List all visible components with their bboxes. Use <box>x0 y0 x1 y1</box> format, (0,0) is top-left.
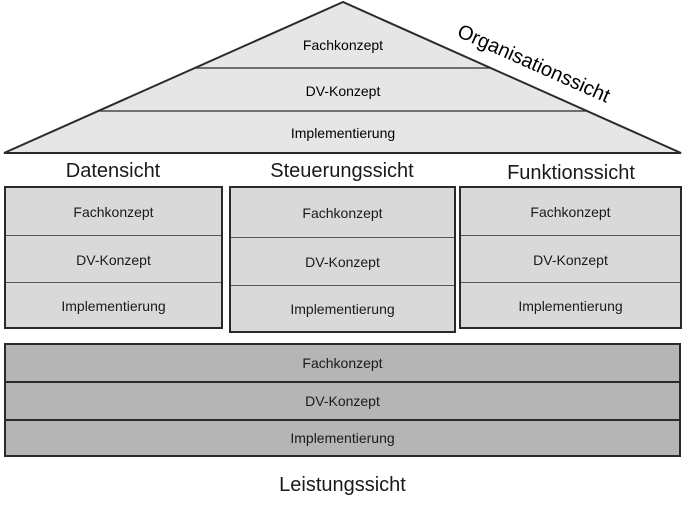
roof-triangle <box>3 0 682 154</box>
funktionssicht-layer-fachkonzept: Fachkonzept <box>530 203 611 220</box>
leistungssicht-layer-fachkonzept: Fachkonzept <box>4 343 681 383</box>
datensicht-layer-dv-konzept: DV-Konzept <box>6 235 221 283</box>
datensicht-box: Fachkonzept DV-Konzept Implementierung <box>4 186 223 329</box>
steuerungssicht-title: Steuerungssicht <box>270 160 414 182</box>
steuerungssicht-layer-implementierung: Implementierung <box>231 285 454 332</box>
organisationssicht-roof: Fachkonzept DV-Konzept Implementierung O… <box>3 0 682 154</box>
roof-layer-implementierung: Implementierung <box>291 125 395 141</box>
leistungssicht-layer-dv-konzept: DV-Konzept <box>4 381 681 421</box>
datensicht-layer-implementierung: Implementierung <box>6 282 221 328</box>
funktionssicht-layer-implementierung: Implementierung <box>461 282 680 328</box>
funktionssicht-box: Fachkonzept DV-Konzept Implementierung <box>459 186 682 329</box>
datensicht-title: Datensicht <box>65 160 161 182</box>
datensicht-layer-fachkonzept: Fachkonzept <box>73 203 154 220</box>
roof-layer-dv-konzept: DV-Konzept <box>306 83 381 99</box>
leistungssicht-title: Leistungssicht <box>279 474 406 496</box>
roof-layer-fachkonzept: Fachkonzept <box>303 37 383 53</box>
leistungssicht-layer-implementierung: Implementierung <box>4 419 681 457</box>
funktionssicht-title: Funktionssicht <box>507 162 635 184</box>
steuerungssicht-box: Fachkonzept DV-Konzept Implementierung <box>229 186 456 333</box>
funktionssicht-layer-dv-konzept: DV-Konzept <box>461 235 680 283</box>
steuerungssicht-layer-fachkonzept: Fachkonzept <box>302 204 383 221</box>
steuerungssicht-layer-dv-konzept: DV-Konzept <box>231 237 454 286</box>
